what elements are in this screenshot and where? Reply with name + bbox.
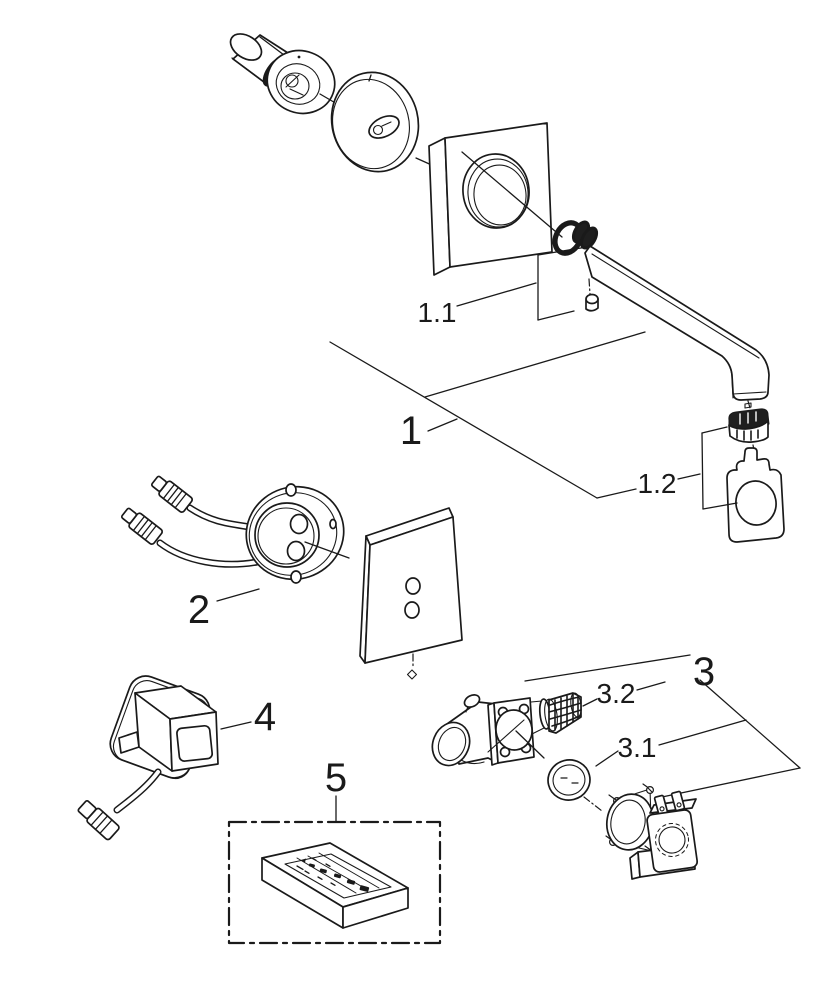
o-ring-drawing — [552, 220, 584, 256]
group1-leader-lines — [329, 246, 738, 510]
solenoid-drawing — [605, 783, 699, 880]
label-3-2: 3.2 — [597, 678, 636, 709]
label-1: 1 — [400, 409, 422, 453]
label-1-2: 1.2 — [638, 468, 677, 499]
mousseur-key-drawing — [726, 447, 785, 543]
electronics-plate-drawing — [359, 507, 463, 680]
valve-body-drawing — [431, 694, 552, 767]
filter-drawing — [544, 692, 598, 734]
spout-assembly-drawing: 1.1 1 1.2 — [229, 33, 785, 543]
spout-drawing — [571, 220, 770, 401]
mousseur-drawing — [728, 400, 770, 456]
gasket-drawing — [547, 759, 603, 812]
label-1-1: 1.1 — [418, 297, 457, 328]
valve-assembly-drawing: 3.2 3.1 3 — [431, 650, 801, 880]
square-escutcheon-drawing — [428, 122, 563, 276]
label-3-1: 3.1 — [618, 732, 657, 763]
sensor-cables-drawing — [120, 475, 261, 568]
group3-leader-lines — [524, 654, 801, 798]
label2-leader — [216, 588, 260, 602]
label-4: 4 — [254, 695, 276, 739]
label-3: 3 — [693, 650, 715, 694]
sensor-assembly-drawing: 2 — [120, 475, 463, 680]
wall-union-drawing — [229, 33, 345, 115]
remote-body-drawing — [261, 842, 409, 929]
optional-part-box — [227, 820, 442, 945]
remote-control-drawing: 5 — [227, 756, 442, 945]
power-supply-drawing: 4 — [77, 675, 276, 841]
sensor-flange-drawing — [245, 483, 350, 584]
round-escutcheon-drawing — [330, 71, 446, 173]
remote-buttons — [296, 857, 370, 892]
label-5: 5 — [325, 756, 347, 800]
label-2: 2 — [188, 588, 210, 632]
